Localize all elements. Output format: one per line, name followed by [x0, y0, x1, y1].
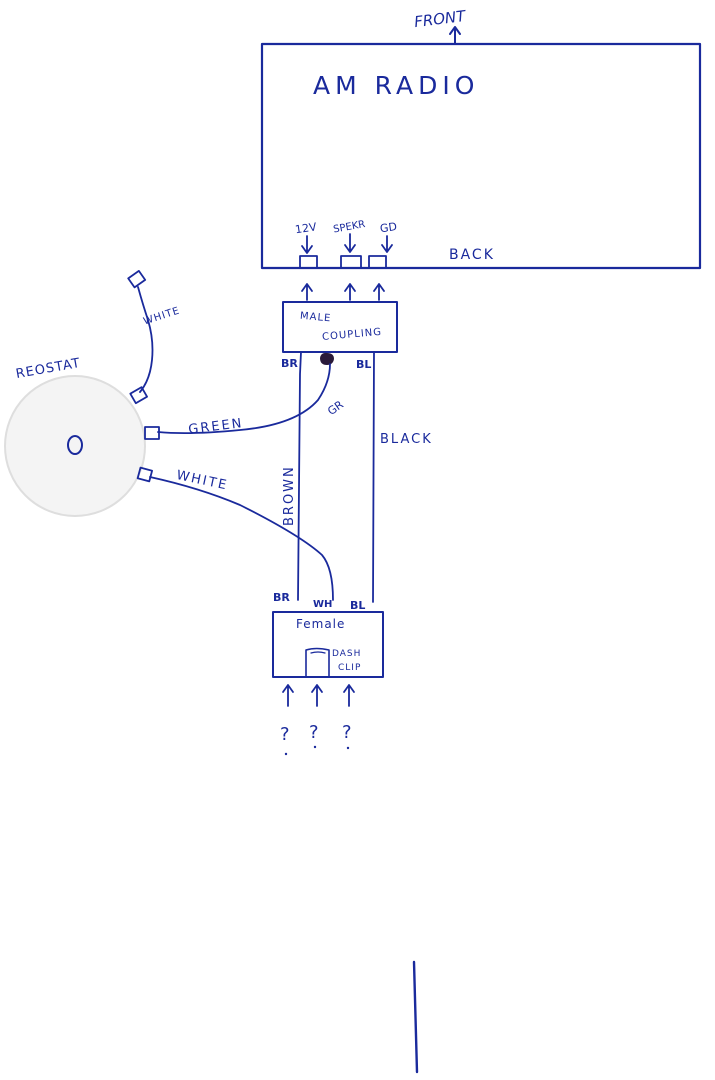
unknown-marker-3-dot — [346, 746, 350, 750]
male-pin-black-label: BL — [356, 358, 371, 371]
dash-clip-label-line1: DASH — [332, 649, 361, 659]
free-wire-connector — [127, 269, 147, 289]
male-coupling-box — [282, 301, 398, 353]
black-wire-label: Black — [380, 432, 433, 447]
unknown-wire-2-arrow-icon — [311, 684, 323, 707]
ground-blob-icon — [320, 352, 334, 365]
unknown-marker-1-dot — [284, 752, 288, 756]
female-coupling-label: Female — [296, 617, 345, 631]
unknown-marker-3: ? — [342, 722, 352, 743]
coupling-speaker-arrow-icon — [344, 283, 356, 301]
terminal-speaker-label: SPEKR — [333, 219, 367, 235]
terminal-speaker-arrow-icon — [344, 233, 356, 253]
dash-clip-inner — [310, 651, 326, 654]
terminal-12v-arrow-icon — [301, 235, 313, 254]
terminal-speaker — [340, 255, 362, 269]
unknown-marker-1: ? — [280, 724, 290, 745]
back-label: Back — [449, 247, 495, 263]
stray-line — [412, 960, 419, 1074]
brown-wire-label: Brown — [282, 465, 297, 526]
terminal-12v-label: 12V — [294, 220, 318, 236]
male-pin-brown-label: BR — [281, 357, 298, 370]
white-wire-top — [137, 286, 154, 393]
white-wire-bottom-label: White — [175, 468, 230, 494]
rheostat-shaft-icon — [67, 435, 83, 455]
female-coupling-box — [272, 611, 384, 678]
white-wire-bottom — [149, 476, 334, 601]
terminal-12v — [299, 255, 318, 269]
dash-clip-label-line2: CLIP — [338, 663, 361, 673]
green-wire — [157, 363, 331, 435]
terminal-ground — [368, 255, 387, 269]
unknown-marker-2-dot — [313, 745, 317, 749]
rheostat-terminal-top — [129, 386, 148, 405]
terminal-ground-arrow-icon — [381, 235, 393, 253]
coupling-ground-arrow-icon — [373, 283, 385, 301]
brown-wire — [297, 351, 302, 601]
radio-title: AM Radio — [313, 71, 479, 100]
coupling-12v-arrow-icon — [301, 283, 313, 301]
rheostat-terminal-bottom — [136, 466, 153, 483]
green-wire-coupling-label: GR — [325, 398, 346, 418]
unknown-wire-1-arrow-icon — [282, 684, 294, 707]
rheostat-terminal-middle — [144, 426, 160, 440]
terminal-ground-label: GD — [379, 220, 398, 235]
female-pin-brown-label: BR — [273, 591, 290, 604]
unknown-marker-2: ? — [309, 722, 319, 743]
female-pin-black-label: BL — [350, 599, 365, 612]
male-coupling-label-line1: Male — [300, 311, 332, 325]
front-arrow-icon — [449, 26, 461, 45]
black-wire — [372, 351, 375, 603]
green-wire-label: Green — [188, 416, 245, 438]
white-wire-top-label: White — [142, 305, 181, 327]
unknown-wire-3-arrow-icon — [343, 684, 355, 707]
dash-clip-icon — [305, 647, 330, 677]
rheostat-body — [4, 375, 146, 517]
male-coupling-label-line2: Coupling — [322, 327, 383, 343]
radio-box — [260, 42, 702, 270]
female-pin-white-label: WH — [313, 599, 332, 610]
front-label: Front — [413, 7, 468, 31]
